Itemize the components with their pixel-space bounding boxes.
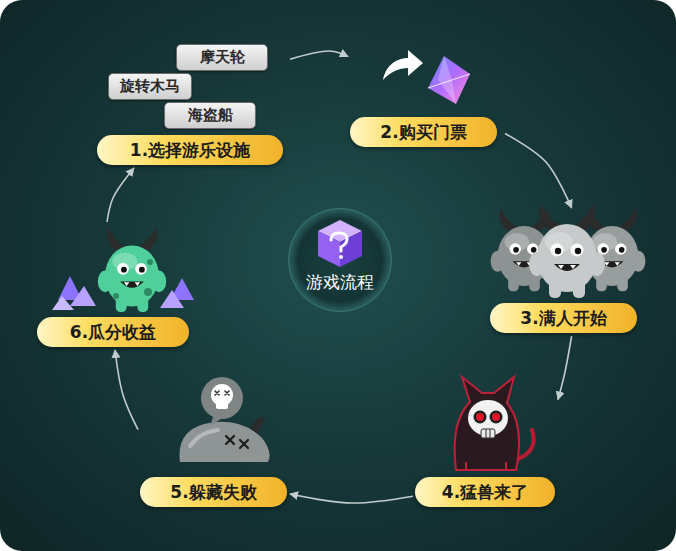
step-text: 4.猛兽来了: [415, 477, 555, 507]
flow-arrow: [558, 336, 572, 400]
winning-monster: [52, 227, 194, 312]
step-label: 3.满人开始: [488, 208, 640, 336]
flow-arrow: [107, 168, 134, 222]
ride-name: 摩天轮: [190, 45, 255, 69]
ride-name: 海盗船: [178, 103, 243, 127]
step-text: 5.躲藏失败: [140, 477, 287, 507]
ride-tag: 摩天轮: [176, 44, 268, 71]
flow-arrow: [505, 134, 572, 209]
step-text: 1.选择游乐设施: [97, 135, 283, 165]
step-text: 3.满人开始: [490, 303, 637, 333]
flow-arrow: [290, 494, 413, 503]
ticket-crystal: [428, 56, 470, 104]
center-title: 游戏流程: [306, 271, 374, 293]
beast-figure: [455, 377, 534, 470]
step-label: 6.瓜分收益: [35, 222, 195, 350]
step-label: 5.躲藏失败: [138, 376, 290, 510]
ride-tag: 旋转木马: [108, 73, 192, 100]
ride-tag: 海盗船: [164, 102, 256, 129]
flow-arrow: [115, 350, 138, 430]
caught-ghost: [180, 377, 270, 462]
step-label: 1.选择游乐设施 摩天轮旋转木马海盗船: [95, 40, 290, 168]
waiting-monsters: [491, 204, 646, 298]
step-label: 4.猛兽来了: [413, 372, 558, 510]
buy-arrow-icon: [383, 50, 423, 80]
ride-name: 旋转木马: [110, 74, 190, 98]
step-text: 2.购买门票: [350, 117, 497, 147]
center-disk: [282, 202, 398, 318]
mystery-cube: [318, 220, 362, 267]
flow-arrow: [290, 51, 348, 59]
step-label: 2.购买门票: [348, 40, 505, 150]
step-text: 6.瓜分收益: [37, 317, 189, 347]
flow-arrows: [107, 51, 572, 503]
center-circle: 游戏流程: [288, 208, 392, 312]
